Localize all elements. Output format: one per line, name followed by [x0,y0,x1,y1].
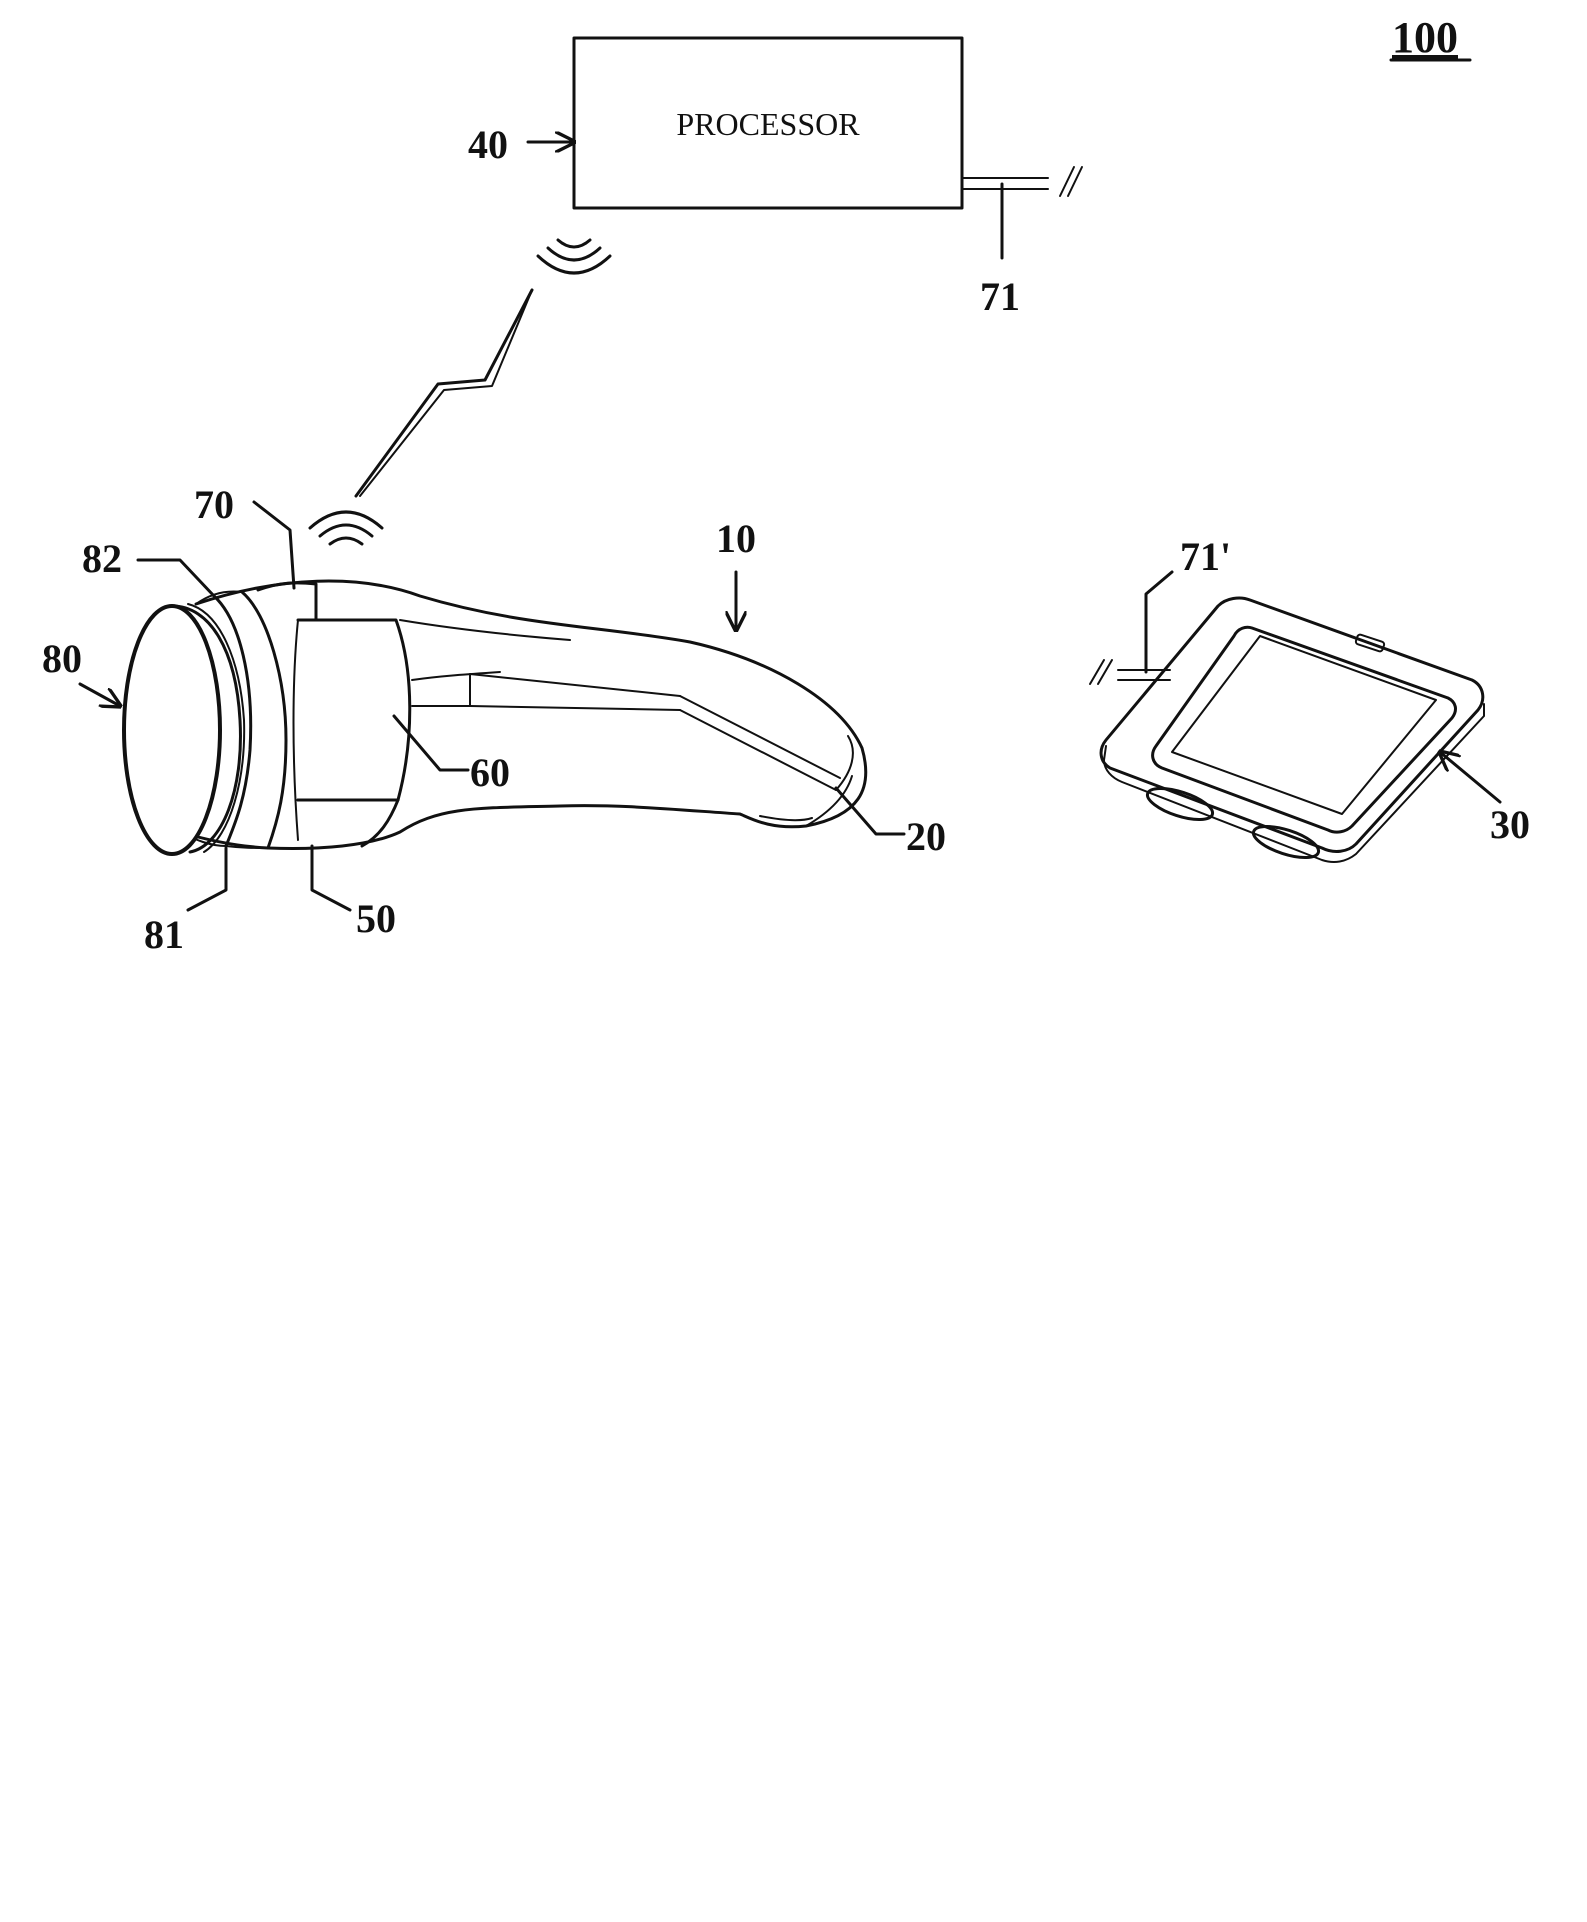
processor-signal-icon [538,240,610,273]
ref-50-leader [312,846,350,910]
ref-50-label: 50 [356,896,396,941]
device-signal-icon [310,512,382,544]
ref-81-label: 81 [144,912,184,957]
ref-71-label: 71 [980,274,1020,319]
processor-box: PROCESSOR [574,38,962,208]
handheld-device [124,581,866,854]
ref-60-label: 60 [470,750,510,795]
figure-ref-label: 100 [1392,13,1458,62]
ref-71p-label: 71' [1180,534,1231,579]
pad-device [1101,598,1484,864]
ref-30-label: 30 [1490,802,1530,847]
ref-20-label: 20 [906,814,946,859]
ref-70-leader [254,502,294,588]
ref-80-label: 80 [42,636,82,681]
processor-label: PROCESSOR [676,106,860,142]
ref-10-label: 10 [716,516,756,561]
ref-81-leader [188,848,226,910]
ref-71p-leader [1146,572,1172,672]
ref-80-arrow [80,684,120,706]
ref-82-label: 82 [82,536,122,581]
ref-70-label: 70 [194,482,234,527]
wireless-link-bolt [356,290,532,496]
ref-30-arrow [1440,752,1500,802]
ref-82-leader [138,560,214,596]
cable-71-prime [1090,660,1170,684]
ref-40-label: 40 [468,122,508,167]
cable-71 [962,167,1082,196]
